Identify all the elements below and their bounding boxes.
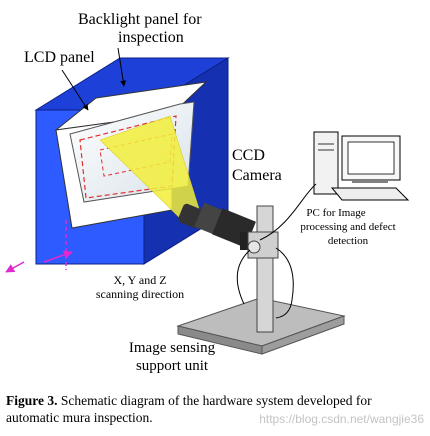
caption-text: Schematic diagram of the hardware system…: [6, 393, 372, 425]
pc-label-line2: processing and defect: [300, 221, 395, 233]
backlight-label-line2: inspection: [118, 29, 184, 46]
pc-label-line1: PC for Image: [306, 207, 365, 219]
ccd-label-line2: Camera: [232, 167, 282, 184]
lcd-label-arrow: [61, 69, 89, 111]
ccd-label-line1: CCD: [232, 147, 265, 164]
pc-computer: [313, 131, 410, 201]
support-label-line1: Image sensing: [129, 340, 216, 356]
data-cable: [259, 183, 317, 241]
scan-label-line1: X, Y and Z: [113, 273, 166, 287]
scan-arrows: [5, 220, 73, 273]
pc-label-line3: detection: [328, 235, 369, 247]
backlight-label-line1: Backlight panel for: [78, 11, 202, 28]
ccd-camera: [178, 202, 262, 250]
lcd-label: LCD panel: [24, 49, 95, 66]
scan-label-line2: scanning direction: [96, 287, 184, 301]
support-unit: [176, 205, 346, 355]
caption-label: Figure 3.: [6, 393, 58, 408]
watermark: https://blog.csdn.net/wangjie36: [259, 412, 424, 426]
hardware-schematic: Backlight panel for inspection LCD panel…: [5, 11, 410, 374]
figure-caption: Figure 3. Schematic diagram of the hardw…: [6, 392, 424, 426]
support-label-line2: support unit: [136, 358, 209, 374]
backlight-label-arrow: [117, 47, 127, 87]
